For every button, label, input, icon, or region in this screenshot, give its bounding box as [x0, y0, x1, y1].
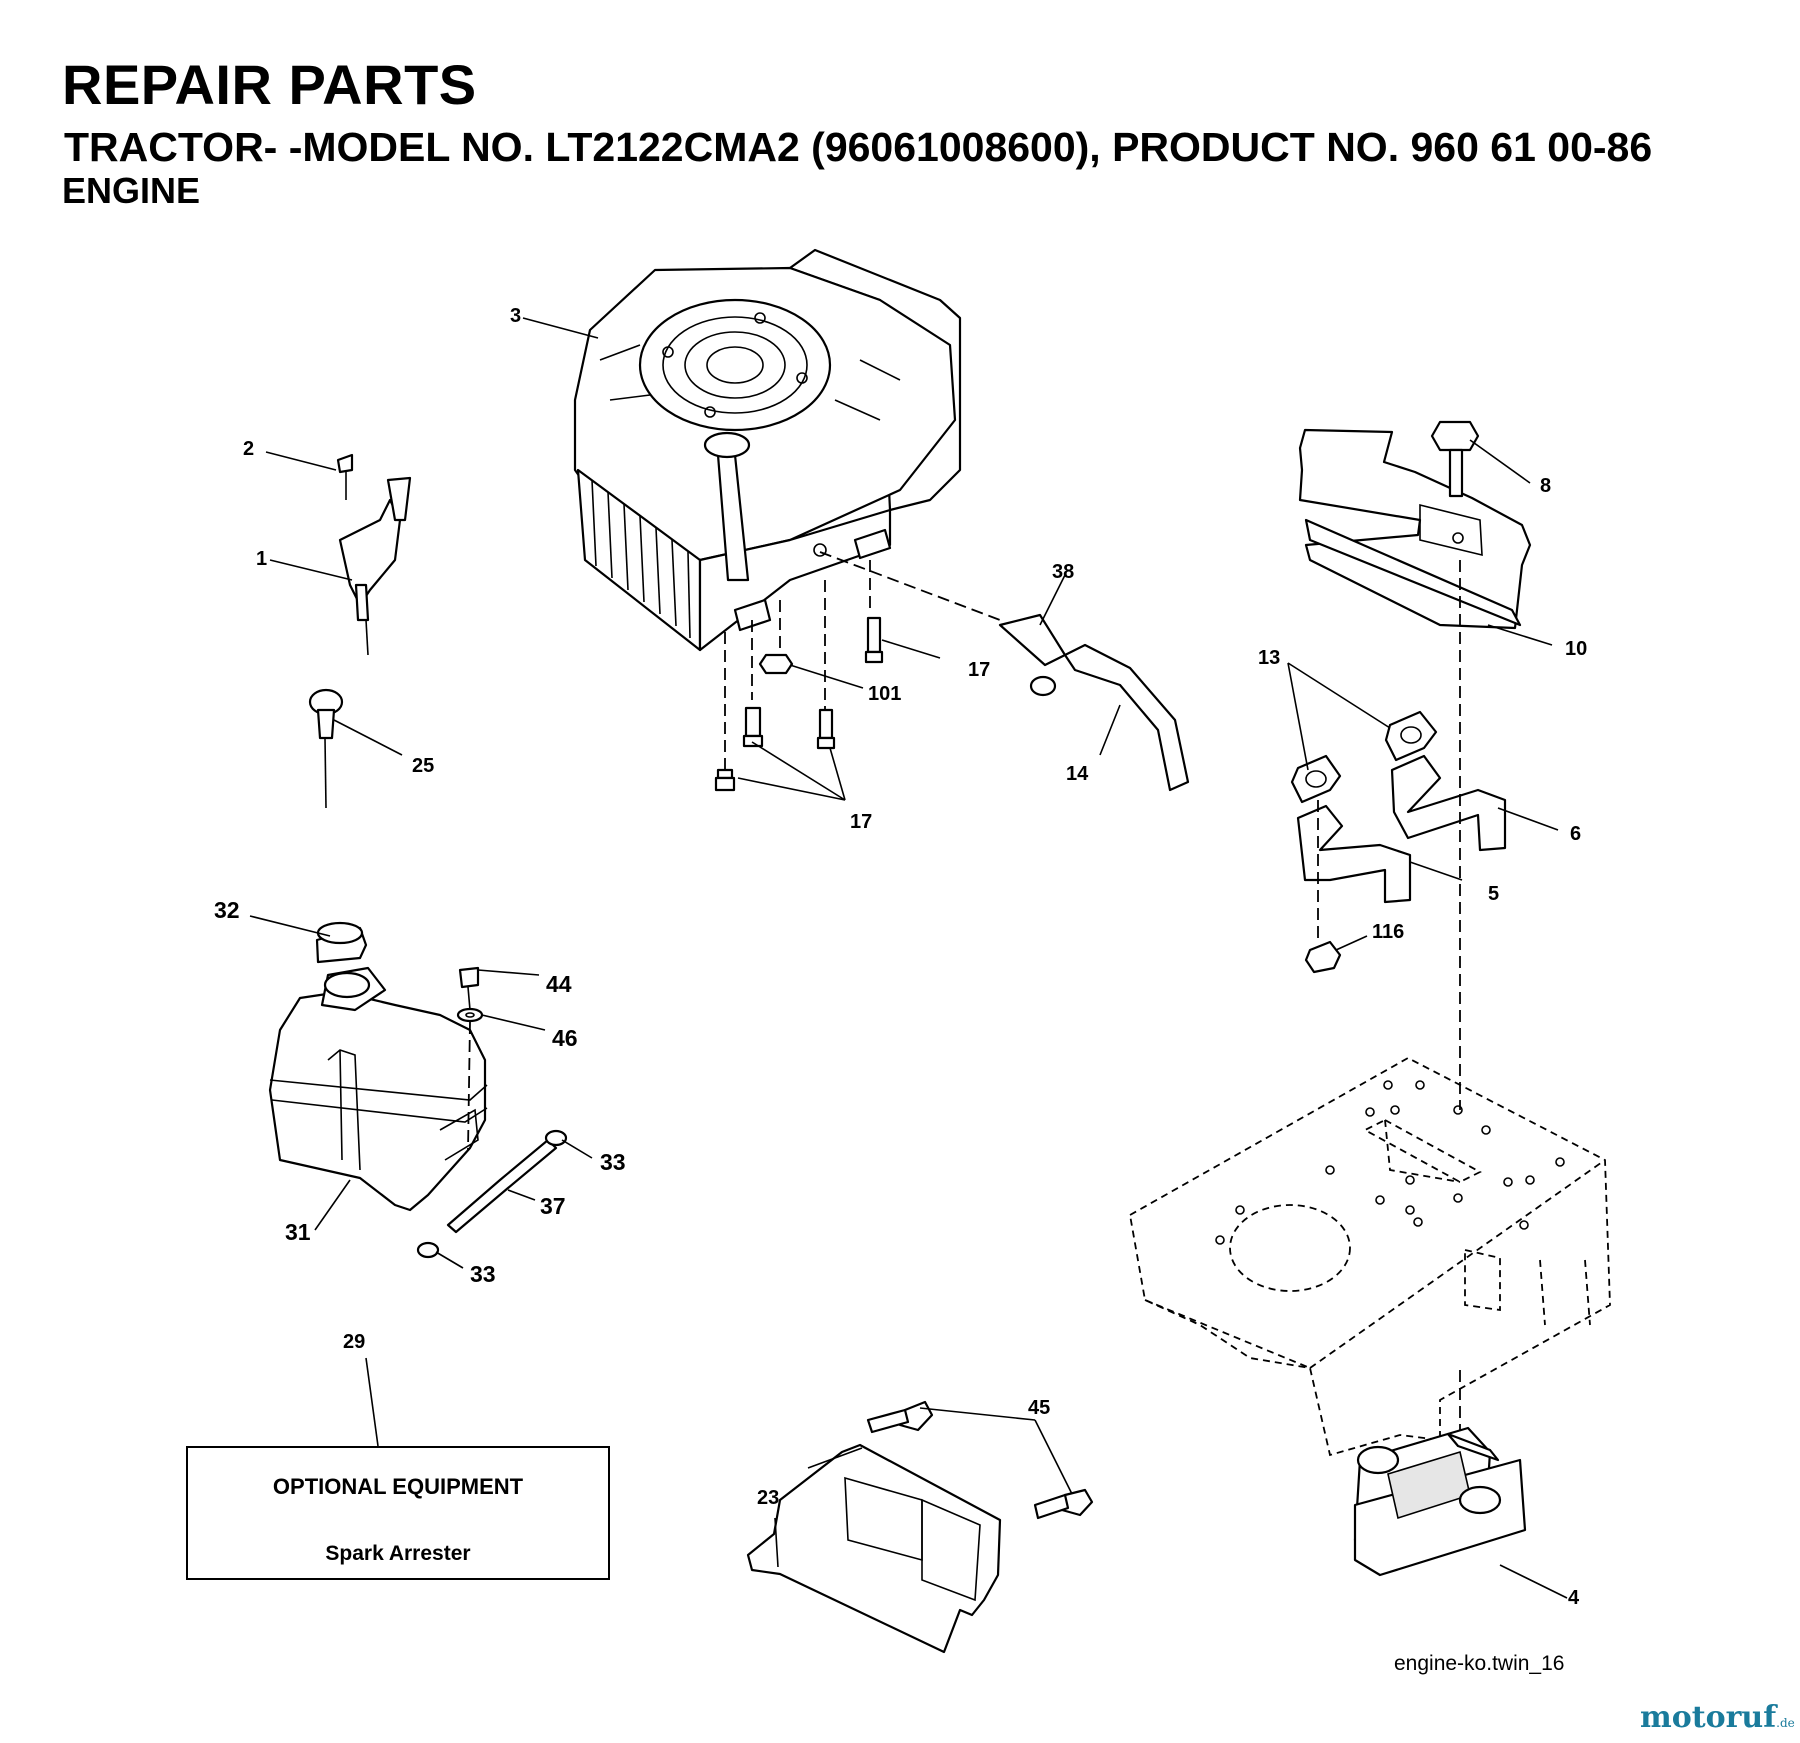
watermark-name: motoruf: [1640, 1700, 1777, 1735]
engine-assembly: [573, 248, 962, 652]
throttle-control: [336, 453, 412, 656]
callout-5: 5: [1488, 883, 1499, 905]
callout-44: 44: [546, 971, 572, 997]
model-line: TRACTOR- -MODEL NO. LT2122CMA2 (96061008…: [64, 124, 1653, 170]
choke-knob: [308, 688, 344, 809]
callout-37: 37: [540, 1193, 566, 1219]
callout-14: 14: [1066, 763, 1089, 785]
leader-lines: [249, 317, 1568, 1599]
optional-equipment-box: OPTIONAL EQUIPMENT Spark Arrester: [186, 1446, 610, 1580]
callout-6: 6: [1570, 823, 1581, 845]
mount-bolts: [714, 551, 1001, 792]
callout-13: 13: [1258, 647, 1280, 669]
watermark-logo: motoruf.de: [1640, 1700, 1795, 1735]
callout-31: 31: [285, 1219, 311, 1245]
shield-plate: [746, 1400, 1094, 1654]
callout-32: 32: [214, 897, 240, 923]
callout-23: 23: [757, 1487, 779, 1509]
optional-equipment-title: OPTIONAL EQUIPMENT: [272, 1474, 524, 1499]
callout-46: 46: [552, 1025, 578, 1051]
callout-45: 45: [1028, 1397, 1050, 1419]
tank-screw: [456, 966, 484, 1151]
fuel-line: [416, 1129, 568, 1259]
callout-17-bottom: 17: [850, 811, 872, 833]
callout-33-top: 33: [600, 1149, 626, 1175]
callout-numbers: 3 2 1 25 8 10 38 14 17 101 17 13 6 5 116…: [214, 305, 1587, 1609]
callout-2: 2: [243, 438, 254, 460]
callout-10: 10: [1565, 638, 1587, 660]
page-title: REPAIR PARTS: [62, 53, 477, 116]
watermark-tld: .de: [1776, 1716, 1795, 1730]
callout-8: 8: [1540, 475, 1551, 497]
exhaust-pipes: [1290, 710, 1507, 974]
callout-1: 1: [256, 548, 267, 570]
oil-drain: [998, 613, 1190, 792]
fuel-tank: [268, 921, 488, 1212]
callout-29: 29: [343, 1331, 365, 1353]
figure-id: engine-ko.twin_16: [1394, 1652, 1565, 1675]
chassis-frame: [1129, 560, 1611, 1457]
callout-38: 38: [1052, 561, 1074, 583]
heat-shield: [1298, 420, 1532, 630]
callout-25: 25: [412, 755, 434, 777]
optional-equipment-item: Spark Arrester: [325, 1542, 471, 1565]
callout-33-bottom: 33: [470, 1261, 496, 1287]
callout-17-top: 17: [968, 659, 990, 681]
callout-101: 101: [868, 683, 901, 705]
callout-4: 4: [1568, 1587, 1580, 1609]
callout-3: 3: [510, 305, 521, 327]
muffler: [1353, 1426, 1527, 1577]
section-title: ENGINE: [62, 170, 201, 211]
callout-116: 116: [1372, 921, 1404, 943]
